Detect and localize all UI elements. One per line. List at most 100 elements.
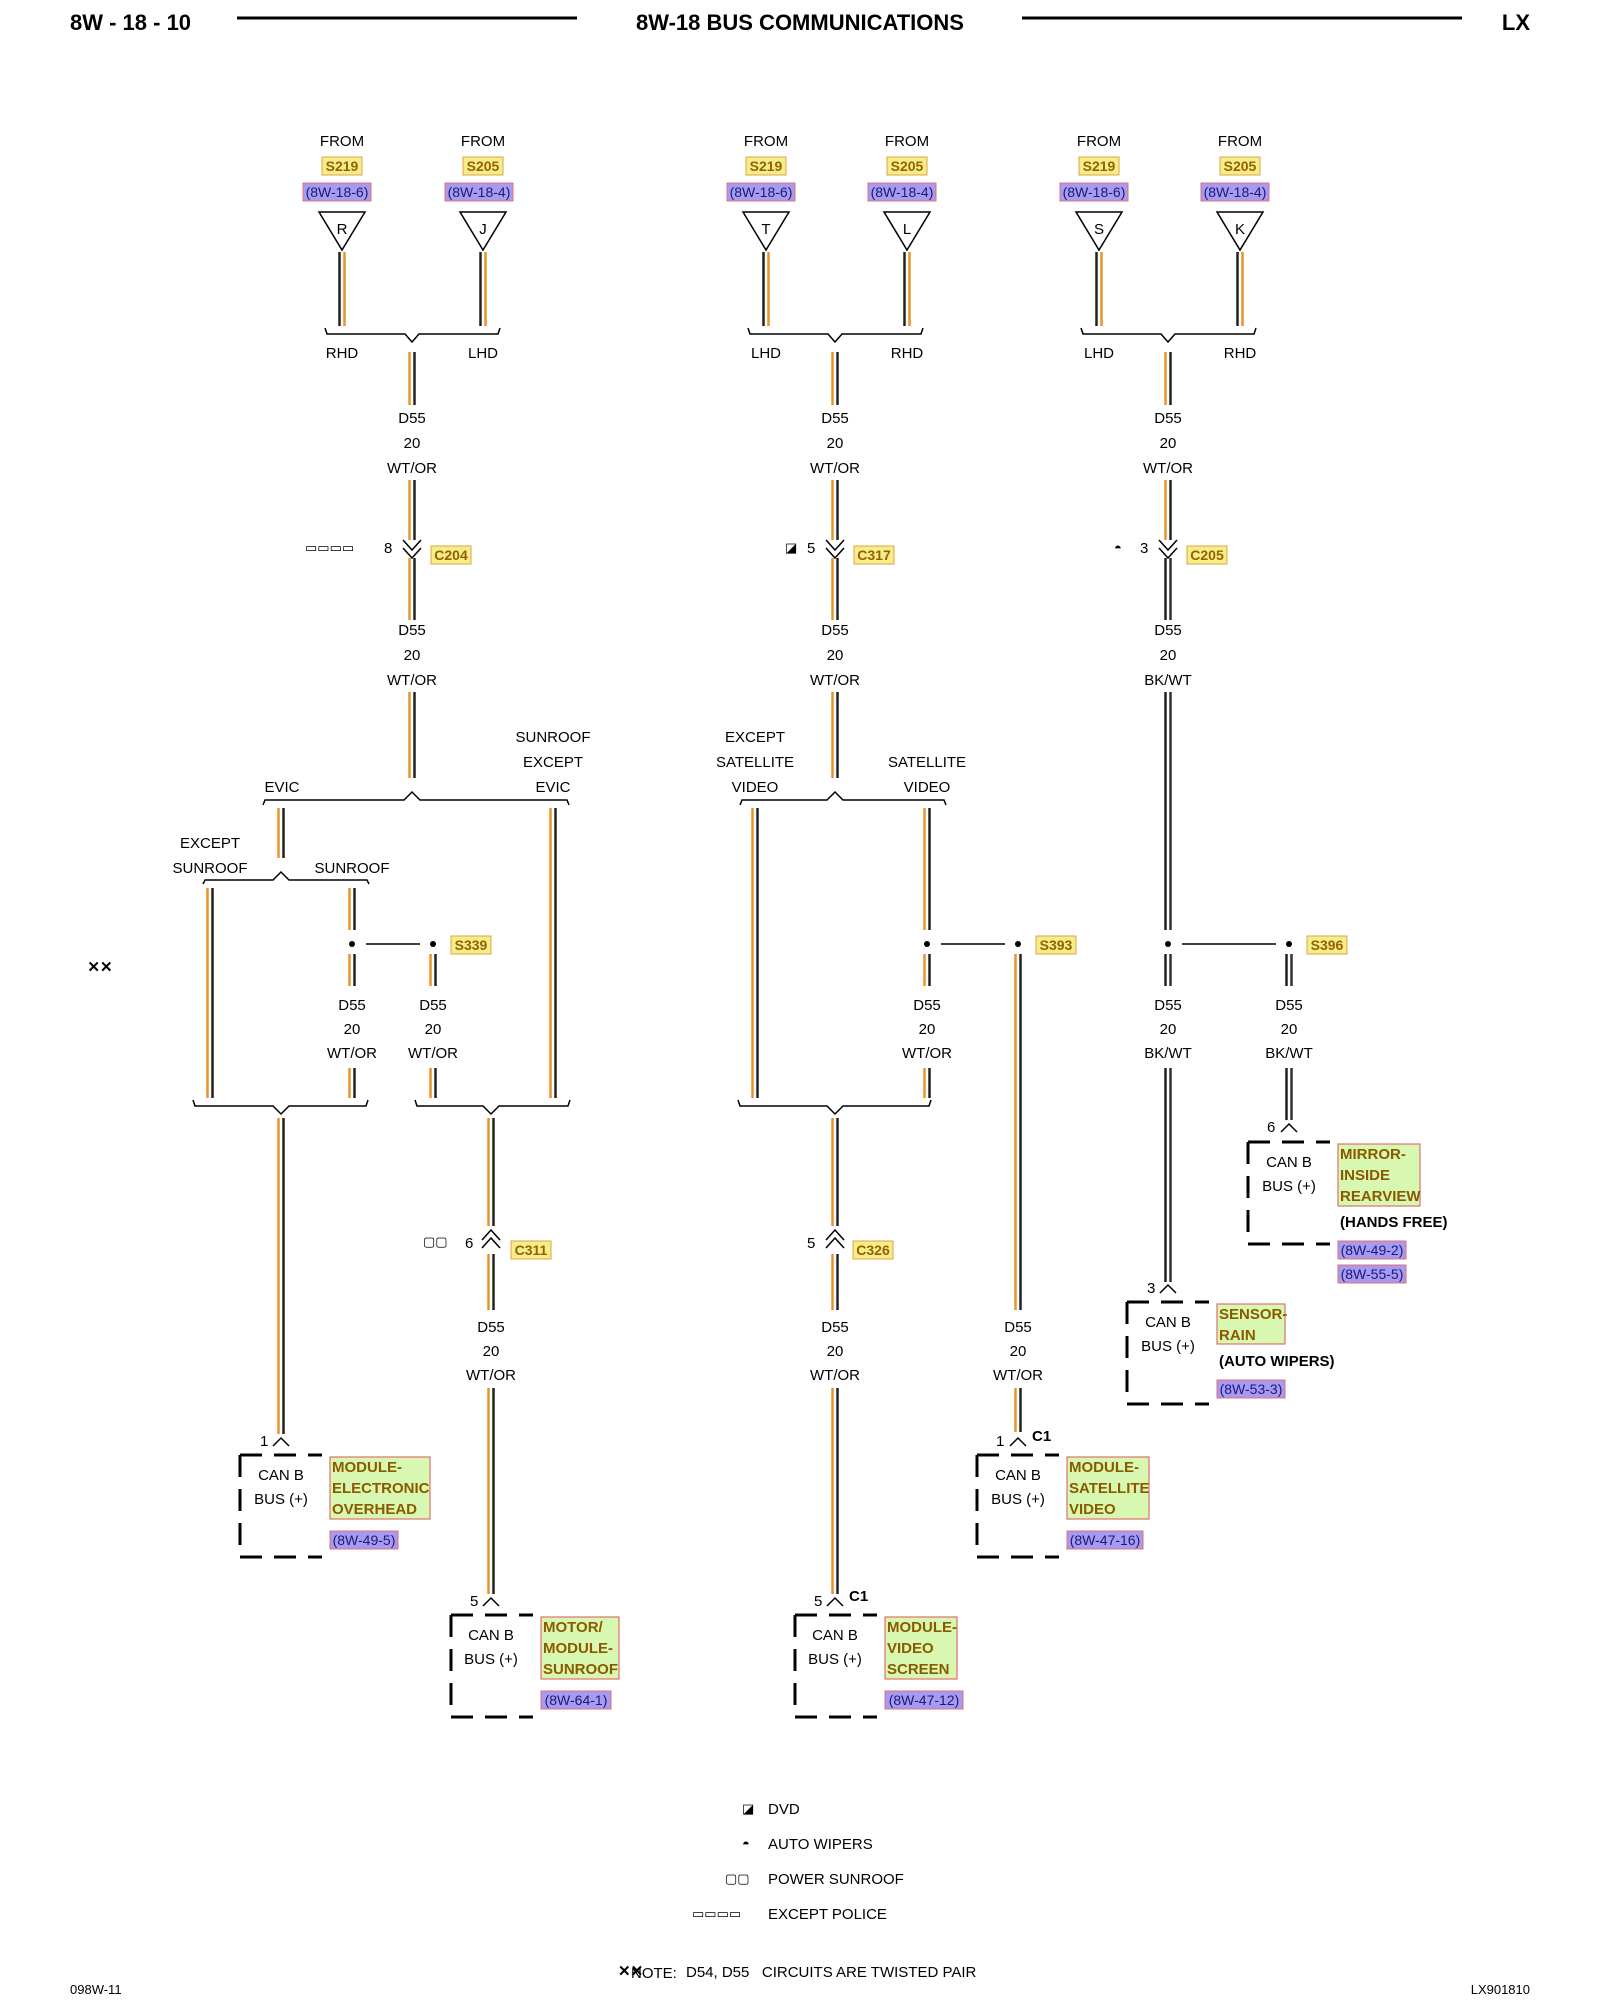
auto-wipers-symbol: ◓ xyxy=(1114,540,1122,555)
page-ref[interactable]: (8W-18-6) xyxy=(730,184,793,200)
legend-auto-wipers-icon: ◓ xyxy=(742,1836,750,1851)
svg-text:20: 20 xyxy=(425,1021,442,1038)
svg-text:20: 20 xyxy=(827,647,844,664)
option-except-sat-3: VIDEO xyxy=(732,779,779,796)
option-sat-2: VIDEO xyxy=(904,779,951,796)
connector-id[interactable]: C205 xyxy=(1190,547,1224,563)
splice-ref[interactable]: S205 xyxy=(467,158,500,174)
svg-text:S396[interactable]: S396 xyxy=(1311,937,1344,953)
from-label: FROM xyxy=(320,133,364,150)
connector-id[interactable]: C311 xyxy=(515,1242,548,1258)
splice-ref[interactable]: S219 xyxy=(750,158,783,174)
note-prefix: NOTE: xyxy=(631,1965,677,1982)
footer-right-code: LX901810 xyxy=(1471,1982,1530,1997)
svg-text:S393[interactable]: S393 xyxy=(1040,937,1073,953)
page-ref[interactable]: (8W-18-4) xyxy=(448,184,511,200)
module-sensor-rain[interactable]: 3 CAN B BUS (+) SENSOR- RAIN (AUTO WIPER… xyxy=(1125,1280,1335,1406)
svg-text:REARVIEW: REARVIEW xyxy=(1340,1188,1421,1205)
wire-label-d: D55 20 WT/OR xyxy=(387,622,437,689)
svg-text:(8W-49-5): (8W-49-5) xyxy=(333,1532,396,1548)
svg-text:CAN B: CAN B xyxy=(812,1627,858,1644)
wire-c205-out xyxy=(1164,558,1172,620)
connector-id[interactable]: C317 xyxy=(857,547,891,563)
svg-text:20: 20 xyxy=(1281,1021,1298,1038)
twisted-pair-icon: ✕✕ xyxy=(87,959,112,976)
svg-text:D55: D55 xyxy=(1275,997,1303,1014)
splice-ref[interactable]: S219 xyxy=(1083,158,1116,174)
wire-evic-module xyxy=(277,1118,285,1434)
wire-s393-a xyxy=(923,954,931,986)
wire-label-n: D55 20 WT/OR xyxy=(993,1319,1043,1384)
splice-ref[interactable]: S219 xyxy=(326,158,359,174)
branch-label: LHD xyxy=(468,345,498,362)
connector-id[interactable]: C326 xyxy=(856,1242,890,1258)
page-ref[interactable]: (8W-18-6) xyxy=(306,184,369,200)
wire-s339-a xyxy=(348,954,356,986)
connector-c311: ▢▢ 6 C311 xyxy=(423,1228,552,1260)
page-ref[interactable]: (8W-18-6) xyxy=(1063,184,1126,200)
wire-to-sat-split xyxy=(831,692,839,778)
wire-s396-b xyxy=(1285,954,1293,986)
connector-pin: 5 xyxy=(807,1235,815,1252)
from-block-s219-r: FROM S219 (8W-18-6) R xyxy=(302,133,372,252)
connector-c204: ▭▭▭▭ 8 C204 xyxy=(305,539,472,565)
splice-ref[interactable]: S205 xyxy=(891,158,924,174)
twisted-pair-note-icon: ✕✕ xyxy=(618,1963,643,1980)
wire-label-l: D55 20 WT/OR xyxy=(466,1319,516,1384)
svg-text:S339[interactable]: S339 xyxy=(455,937,488,953)
svg-text:1: 1 xyxy=(260,1433,268,1450)
module-electronic-overhead[interactable]: 1 CAN B BUS (+) MODULE- ELECTRONIC OVERH… xyxy=(238,1433,431,1559)
wire-c204-out xyxy=(408,558,416,620)
svg-text:(8W-64-1): (8W-64-1) xyxy=(545,1692,608,1708)
svg-text:20: 20 xyxy=(827,435,844,452)
wire-c317-out xyxy=(831,558,839,620)
pin-letter: J xyxy=(479,221,487,238)
svg-text:D55: D55 xyxy=(419,997,447,1014)
svg-text:(AUTO WIPERS): (AUTO WIPERS) xyxy=(1219,1353,1335,1370)
connector-pin: 5 xyxy=(807,540,815,557)
svg-text:VIDEO: VIDEO xyxy=(887,1640,934,1657)
svg-text:WT/OR: WT/OR xyxy=(466,1367,516,1384)
lhd-rhd-split-3 xyxy=(1080,327,1257,344)
footer-left-code: 098W-11 xyxy=(70,1982,122,1997)
wire-except-sunroof xyxy=(206,888,214,1098)
svg-text:20: 20 xyxy=(1160,647,1177,664)
svg-text:20: 20 xyxy=(404,435,421,452)
svg-text:CAN B: CAN B xyxy=(468,1627,514,1644)
connector-c205: ◓ 3 C205 xyxy=(1114,539,1228,565)
from-label: FROM xyxy=(461,133,505,150)
page-ref[interactable]: (8W-18-4) xyxy=(1204,184,1267,200)
svg-text:6: 6 xyxy=(1267,1119,1275,1136)
svg-text:SENSOR-: SENSOR- xyxy=(1219,1306,1287,1323)
connector-id[interactable]: C204 xyxy=(434,547,468,563)
connector-triangle xyxy=(1215,211,1265,252)
svg-text:D55: D55 xyxy=(1154,997,1182,1014)
svg-text:MODULE-: MODULE- xyxy=(1069,1459,1139,1476)
power-sunroof-symbol: ▢▢ xyxy=(423,1234,448,1249)
wire-sat-s393 xyxy=(923,808,931,930)
module-motor-sunroof[interactable]: 5 CAN B BUS (+) MOTOR/ MODULE- SUNROOF (… xyxy=(449,1593,620,1719)
option-except-sunroof-2: SUNROOF xyxy=(173,860,248,877)
wire-from-drop xyxy=(903,252,911,326)
splice-ref[interactable]: S205 xyxy=(1224,158,1257,174)
splice-s339: S339 xyxy=(349,935,492,955)
vehicle-code: LX xyxy=(1502,10,1530,35)
wire-sunroof-except-evic xyxy=(549,808,557,1098)
from-block-s205-l: FROM S205 (8W-18-4) L xyxy=(867,133,937,252)
svg-text:D55: D55 xyxy=(338,997,366,1014)
legend-auto-wipers-label: AUTO WIPERS xyxy=(768,1836,873,1853)
connector-c317: ◪ 5 C317 xyxy=(785,539,895,565)
wire-trunk xyxy=(408,352,416,405)
pin-letter: K xyxy=(1235,221,1245,238)
svg-text:D55: D55 xyxy=(1004,1319,1032,1336)
svg-text:20: 20 xyxy=(1010,1343,1027,1360)
page-ref[interactable]: (8W-18-4) xyxy=(871,184,934,200)
sunroof-split xyxy=(202,870,370,885)
wire-label-h: D55 20 WT/OR xyxy=(408,997,458,1062)
module-video-screen[interactable]: 5 C1 CAN B BUS (+) MODULE- VIDEO SCREEN … xyxy=(793,1588,964,1719)
module-satellite-video[interactable]: 1 C1 CAN B BUS (+) MODULE- SATELLITE VID… xyxy=(975,1428,1150,1559)
branch-label: RHD xyxy=(1224,345,1257,362)
svg-text:D55: D55 xyxy=(398,622,426,639)
module-mirror-inside-rearview[interactable]: 6 CAN B BUS (+) MIRROR- INSIDE REARVIEW … xyxy=(1246,1119,1448,1284)
